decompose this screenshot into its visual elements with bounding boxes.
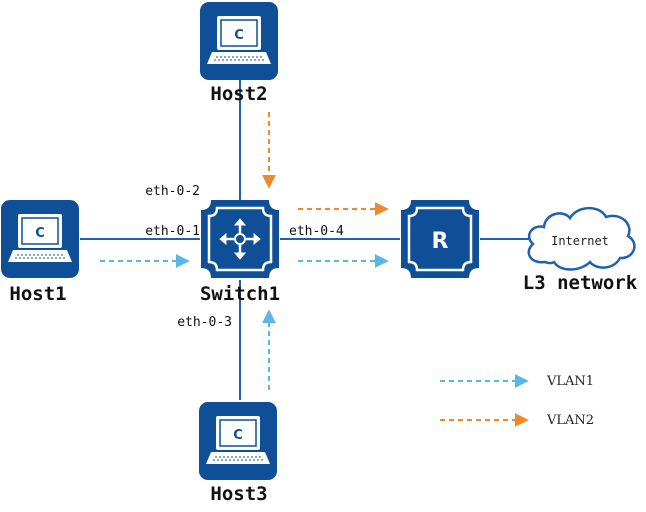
router-node[interactable]: R (401, 200, 479, 278)
internet-cloud[interactable]: Internet (527, 206, 636, 271)
legend-vlan2-label: VLAN2 (546, 413, 594, 428)
cloud-text: Internet (551, 234, 609, 248)
l3-network-label: L3 network (523, 272, 638, 294)
legend-vlan1-label: VLAN1 (546, 374, 594, 389)
cloud-icon (527, 206, 636, 271)
port-label-eth04: eth-0-4 (289, 224, 344, 239)
laptop-icon: C (206, 416, 270, 464)
host1-label: Host1 (9, 283, 66, 305)
host2-node[interactable]: C (200, 2, 278, 80)
router-letter: R (432, 229, 449, 254)
switch-icon (219, 218, 261, 260)
host1-screen-letter: C (35, 226, 45, 241)
host3-label: Host3 (210, 483, 267, 505)
laptop-icon: C (207, 16, 271, 64)
legend: VLAN1 VLAN2 (440, 374, 594, 428)
port-label-eth01: eth-0-1 (145, 224, 200, 239)
port-label-eth02: eth-0-2 (145, 184, 200, 199)
switch1-node[interactable] (201, 200, 279, 278)
host3-node[interactable]: C (199, 402, 277, 480)
laptop-icon: C (8, 214, 72, 262)
host3-screen-letter: C (233, 428, 243, 443)
switch1-label: Switch1 (200, 283, 280, 305)
host1-node[interactable]: C (1, 200, 79, 278)
port-label-eth03: eth-0-3 (177, 315, 232, 330)
host2-screen-letter: C (234, 28, 244, 43)
host2-label: Host2 (210, 83, 267, 105)
